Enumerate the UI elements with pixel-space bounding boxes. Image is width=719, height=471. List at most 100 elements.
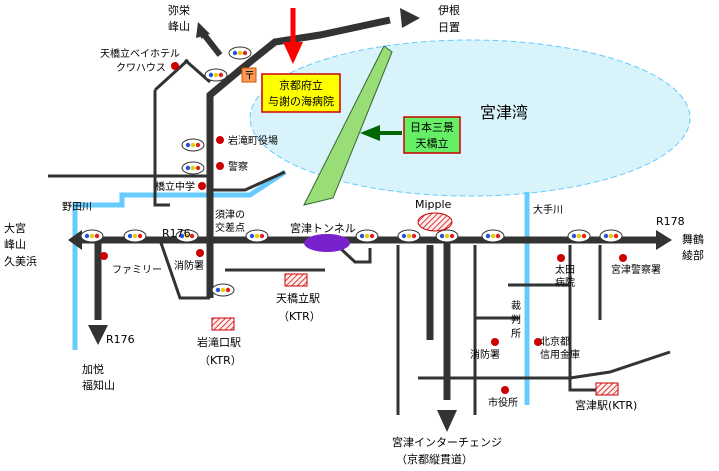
traffic-signal-icon	[599, 229, 623, 243]
ota-hospital-label-1: 太田	[555, 263, 575, 276]
road-to-yasaka	[198, 28, 223, 57]
dest-ine-1: 伊根	[438, 3, 460, 17]
interchange-label-1: 宮津インターチェンジ	[392, 435, 502, 449]
dest-ine-2: 日置	[438, 21, 460, 34]
school-marker	[198, 182, 206, 190]
arrow-to-interchange	[437, 410, 457, 432]
sujinokosaten-label-2: 交差点	[215, 221, 245, 234]
dest-west-1: 大宮	[4, 221, 26, 235]
arrow-to-yasaka-tip	[196, 22, 210, 38]
traffic-signal-icon	[245, 229, 269, 243]
traffic-signal-icon	[181, 138, 205, 152]
dest-sw-2: 福知山	[82, 378, 115, 392]
sujinokosaten-label-1: 須津の	[215, 209, 245, 221]
amanohashidate-label-1: 日本三景	[410, 120, 454, 134]
traffic-signal-icon	[204, 68, 228, 82]
courthouse-label-2: 判	[511, 314, 521, 326]
arrow-to-kaya	[88, 325, 108, 345]
hospital-callout: 京都府立 与謝の海病院	[261, 73, 341, 113]
hospital-label-1: 京都府立	[279, 78, 323, 92]
traffic-signal-icon	[211, 283, 235, 297]
hospital-label-2: 与謝の海病院	[268, 94, 334, 108]
nodagawa-river	[72, 169, 287, 350]
miyazu-bay	[249, 39, 691, 197]
ota-hospital-marker	[557, 254, 565, 262]
tunnel-label: 宮津トンネル	[290, 221, 356, 235]
minor-roads	[48, 58, 671, 415]
city-hall-label: 市役所	[488, 396, 518, 409]
route-r176-south: R176	[106, 333, 135, 346]
fire-west-marker	[196, 249, 204, 257]
fire-east-marker	[491, 338, 499, 346]
traffic-signal-icon	[123, 229, 147, 243]
amanohashidate-pointer-arrow	[360, 125, 402, 141]
school-label: 橋立中学	[155, 180, 195, 193]
miyazu-tunnel	[304, 234, 350, 252]
mipple-icon	[417, 212, 453, 232]
ota-hospital-label-2: 病院	[555, 276, 575, 289]
fire-west-label: 消防署	[174, 259, 204, 272]
police-label: 警察	[228, 160, 248, 173]
iwatakiguchi-station-label-1: 岩滝口駅	[197, 335, 241, 349]
traffic-signal-icon	[355, 229, 379, 243]
dest-west-3: 久美浜	[4, 255, 37, 268]
courthouse-label-1: 裁	[511, 299, 521, 312]
miyazu-station-label: 宮津駅(KTR)	[575, 398, 637, 412]
arrow-to-east	[656, 230, 672, 250]
dest-sw-1: 加悦	[82, 362, 104, 376]
otegawa-label: 大手川	[533, 203, 563, 216]
fire-east-label: 消防署	[470, 348, 500, 361]
poi-markers	[100, 62, 627, 394]
bank-label-1: 北京都	[540, 335, 570, 348]
route-r176: R176	[162, 227, 191, 240]
traffic-signal-icon	[228, 46, 252, 60]
traffic-signal-icon	[181, 161, 205, 175]
traffic-signals	[80, 46, 623, 297]
miyazu-station-icon	[595, 382, 619, 396]
family-label: ファミリー	[112, 265, 162, 276]
iwataki-office-label: 岩滝町役場	[228, 134, 278, 147]
bay-label: 宮津湾	[480, 103, 528, 122]
arrow-to-ine	[400, 8, 420, 28]
dest-yasaka-1: 弥栄	[168, 3, 190, 17]
dest-east-2: 綾部	[682, 248, 704, 262]
traffic-signal-icon	[80, 229, 104, 243]
police-marker	[216, 162, 224, 170]
nodagawa-label: 野田川	[62, 201, 92, 213]
svg-text:〒: 〒	[244, 69, 255, 82]
dest-yasaka-2: 峰山	[168, 20, 190, 33]
bank-marker	[534, 338, 542, 346]
hotel-marker	[171, 62, 179, 70]
dest-east-1: 舞鶴	[682, 232, 704, 246]
hotel-label-1: 天橋立ベイホテル	[100, 47, 180, 60]
arrow-to-west	[68, 230, 82, 250]
amanohashidate-callout: 日本三景 天橋立	[403, 116, 461, 154]
iwatakiguchi-station-label-2: （KTR）	[199, 354, 242, 367]
hotel-label-2: クワハウス	[116, 62, 166, 74]
miyazu-police-label: 宮津警察署	[611, 263, 661, 276]
interchange-label-2: （京都縦貫道）	[396, 452, 473, 466]
dest-west-2: 峰山	[4, 238, 26, 251]
bank-label-2: 信用金庫	[540, 348, 580, 361]
iwatakiguchi-station-icon	[211, 317, 235, 331]
city-hall-marker	[501, 386, 509, 394]
traffic-signal-icon	[481, 229, 505, 243]
family-marker	[100, 252, 108, 260]
amanohashidate-label-2: 天橋立	[416, 136, 449, 150]
amanohashidate-station-label-2: （KTR）	[278, 310, 321, 323]
miyazu-police-marker	[619, 254, 627, 262]
mipple-label: Mipple	[415, 198, 452, 211]
post-office-icon: 〒	[241, 67, 257, 83]
amanohashidate-station-icon	[284, 273, 308, 287]
courthouse-label-3: 所	[511, 328, 521, 340]
traffic-signal-icon	[435, 229, 459, 243]
iwataki-office-marker	[216, 136, 224, 144]
traffic-signal-icon	[567, 229, 591, 243]
hospital-pointer-arrow	[283, 8, 303, 64]
traffic-signal-icon	[175, 229, 199, 243]
amanohashidate-spit	[303, 45, 393, 206]
route-r178: R178	[656, 215, 685, 228]
traffic-signal-icon	[397, 229, 421, 243]
amanohashidate-station-label-1: 天橋立駅	[276, 291, 320, 305]
